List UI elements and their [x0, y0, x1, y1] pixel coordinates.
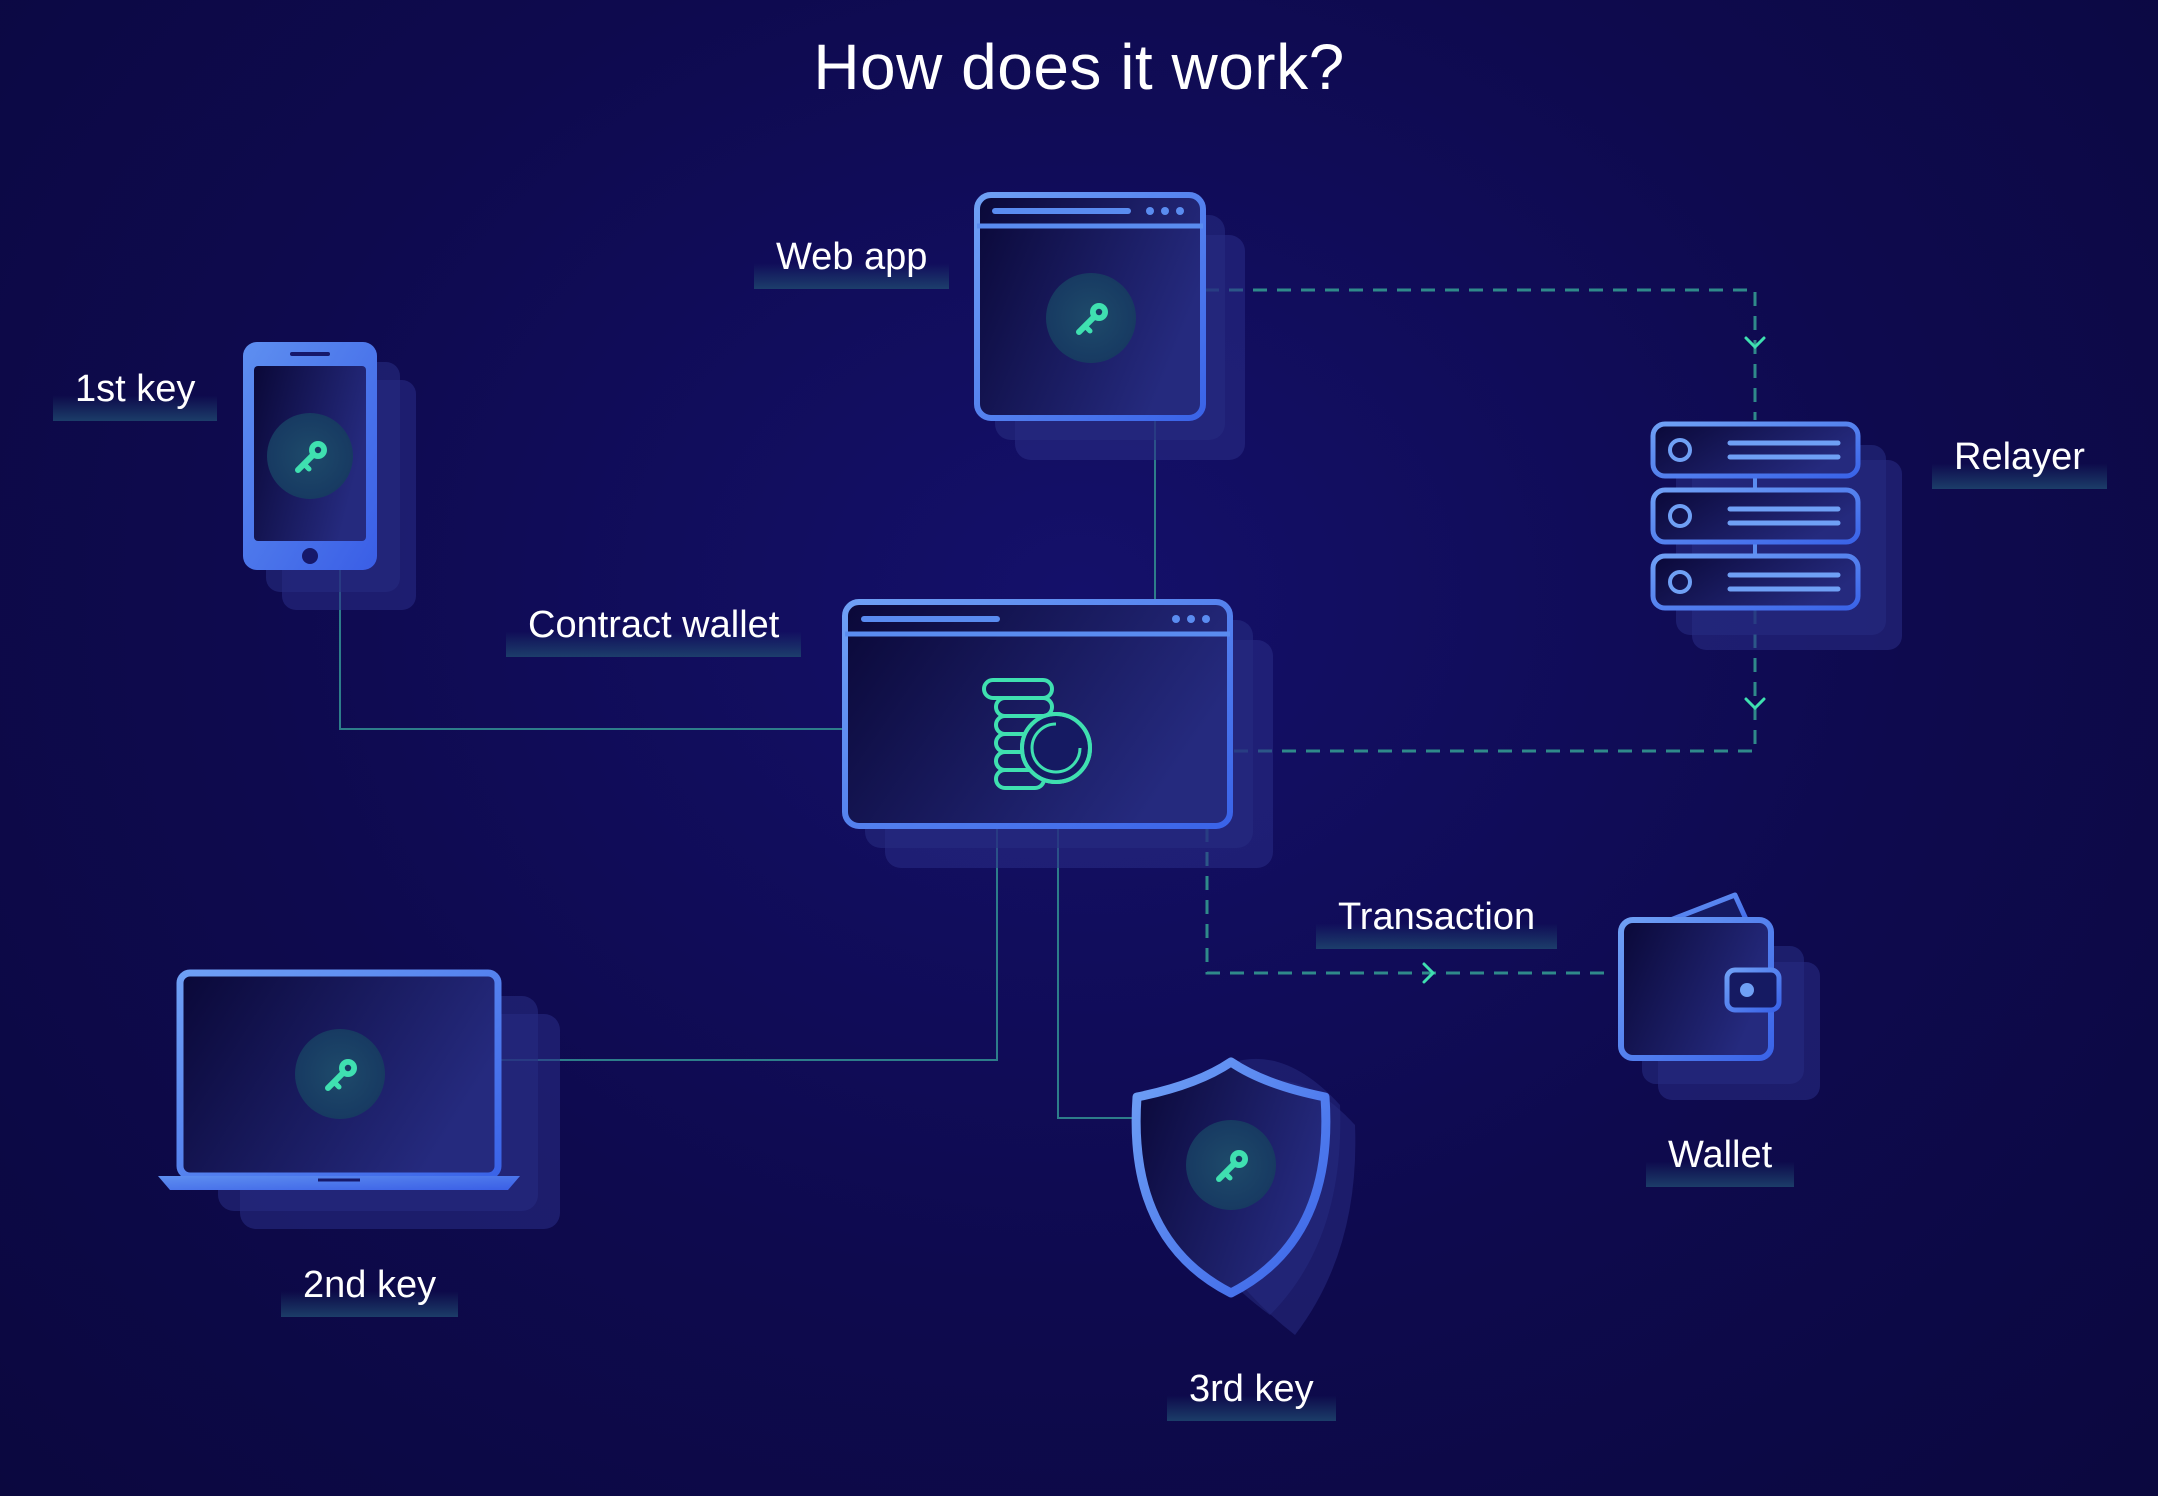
coins-icon — [982, 678, 1092, 790]
label-contract-wallet: Contract wallet — [506, 600, 802, 657]
line-second-key — [500, 828, 998, 1061]
line-first-key — [339, 570, 842, 730]
contract-wallet-window — [842, 599, 1273, 868]
label-relayer: Relayer — [1932, 432, 2107, 489]
dashed-relayer-to-contract — [1232, 610, 1757, 753]
label-second-key: 2nd key — [281, 1260, 459, 1317]
shield-icon — [1131, 1057, 1356, 1335]
label-first-key: 1st key — [53, 364, 218, 421]
arrow-down-2 — [1744, 697, 1766, 711]
line-third-key — [1057, 828, 1135, 1119]
server-stack-icon — [1650, 421, 1902, 650]
smartphone-icon — [243, 342, 416, 610]
laptop-icon — [158, 969, 560, 1229]
label-web-app: Web app — [754, 232, 950, 289]
arrow-right — [1422, 962, 1436, 984]
wallet-icon — [1618, 892, 1820, 1100]
arrow-down-1 — [1744, 336, 1766, 350]
connector-lines — [339, 288, 1766, 1119]
label-transaction: Transaction — [1316, 892, 1558, 949]
page-title: How does it work? — [813, 31, 1345, 103]
browser-window-icon — [974, 192, 1245, 460]
label-third-key: 3rd key — [1167, 1364, 1336, 1421]
dashed-web-to-relayer — [1205, 288, 1757, 420]
label-wallet: Wallet — [1646, 1130, 1795, 1187]
dashed-transaction — [1205, 828, 1610, 975]
